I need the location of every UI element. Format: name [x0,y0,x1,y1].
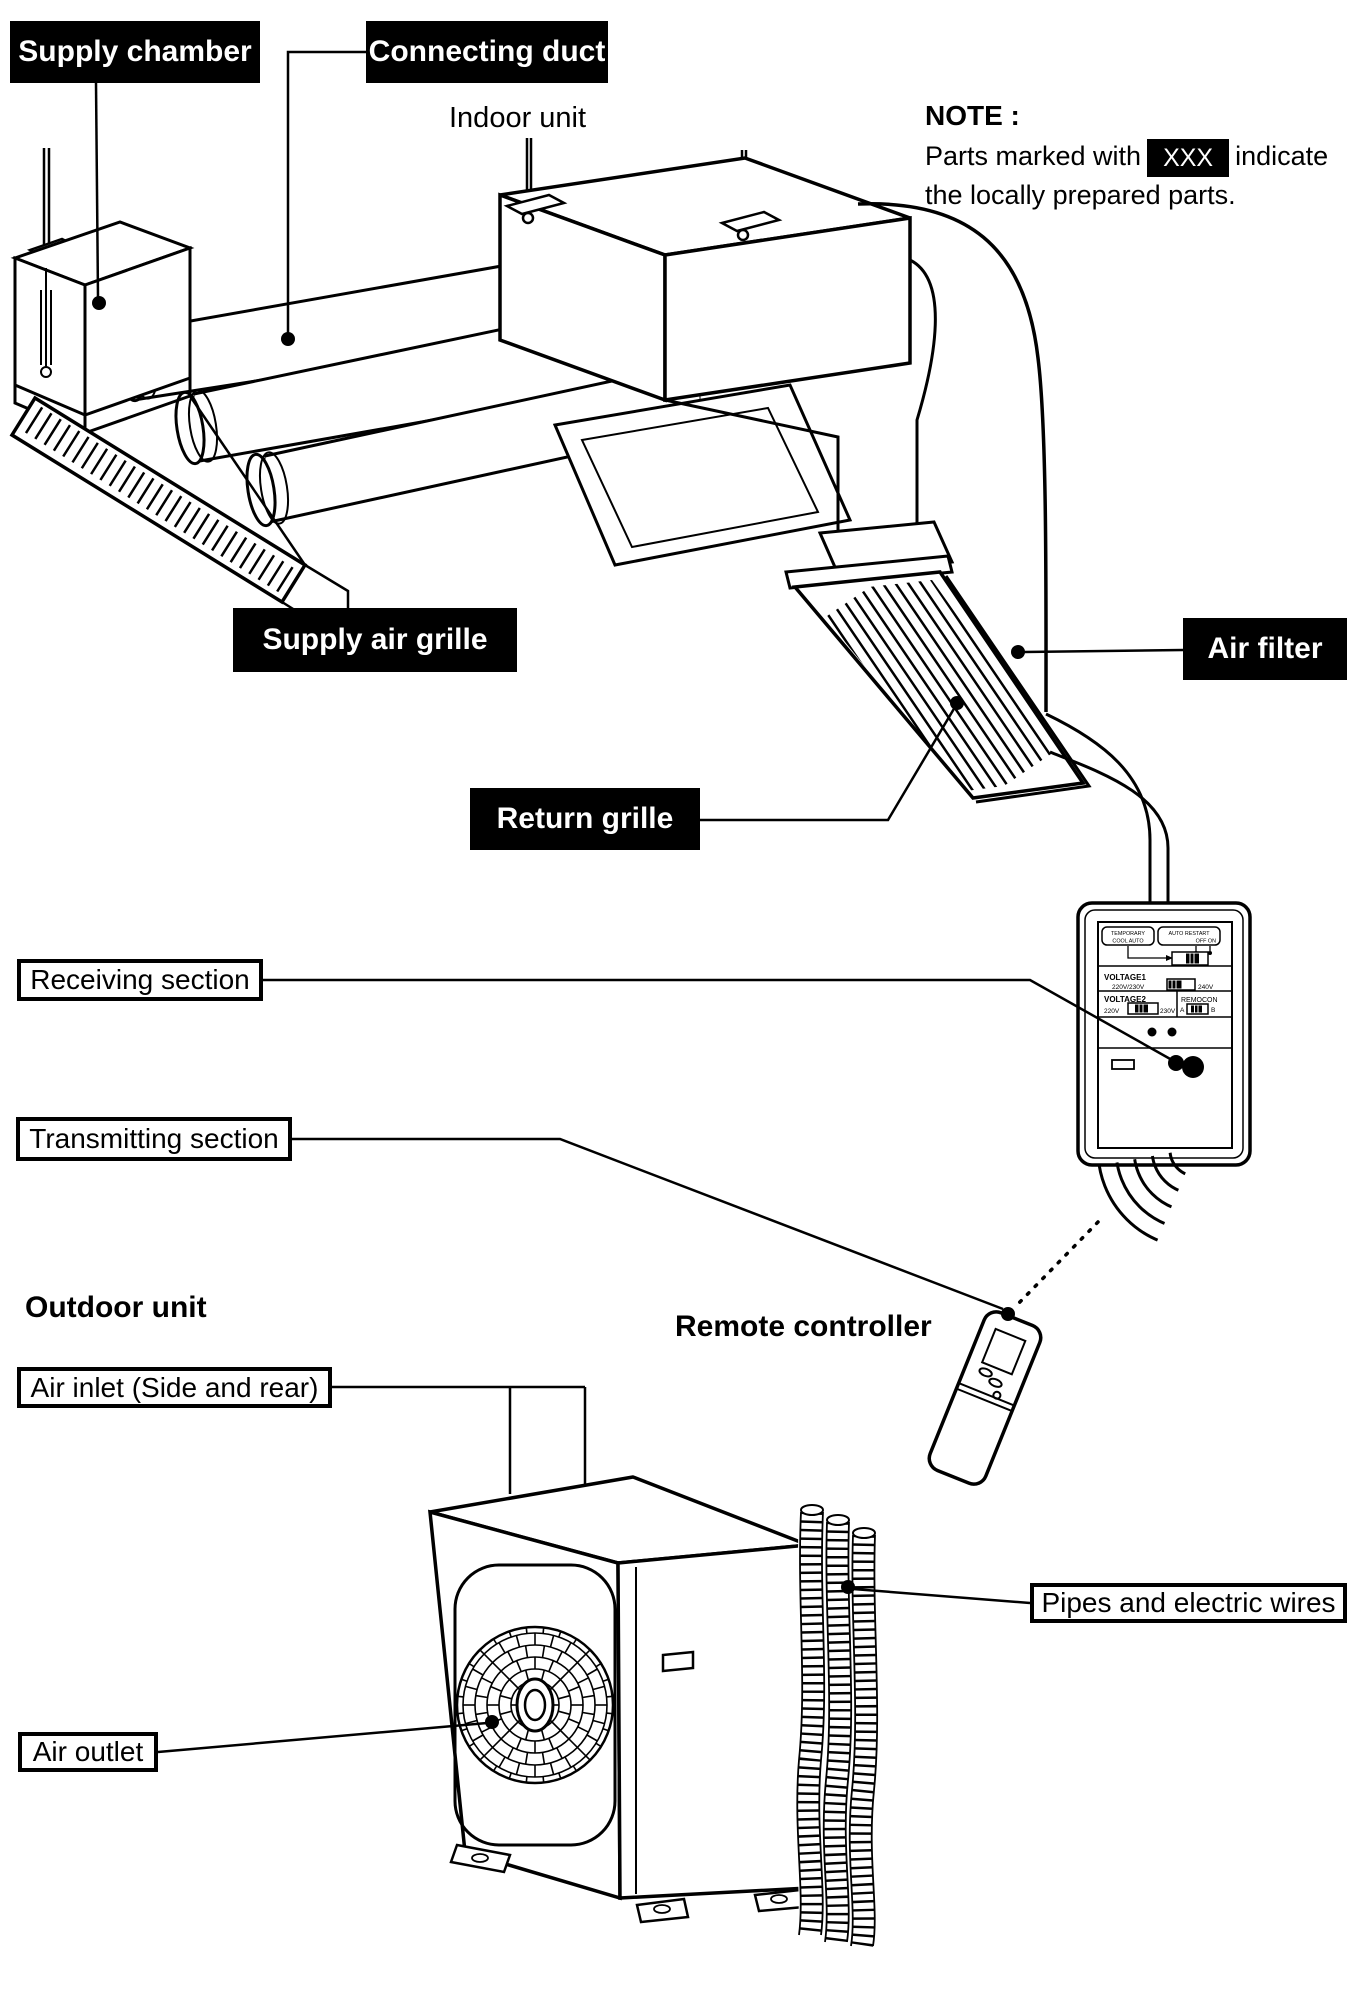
remote-controller-label: Remote controller [675,1310,932,1343]
infrared-beam-dotted-line [1014,1220,1100,1308]
note-line3: the locally prepared parts. [925,179,1236,210]
receiver-cool-auto-label: COOL AUTO [1112,939,1143,945]
receiver-off-on-label: OFF ON [1196,939,1216,945]
transmitting-dot [1001,1307,1015,1321]
supply-air-grille-label: Supply air grille [233,608,517,672]
note-line2-post: indicate [1235,141,1329,171]
remote-controller-drawing [927,1310,1043,1486]
receiver-v240-label: 240V [1198,984,1214,991]
receiver-wire-drawing [1045,712,1170,903]
receiver-voltage2-label: VOLTAGE2 [1104,995,1146,1004]
receiver-v230-label: 230V [1160,1008,1176,1015]
note-xxx-tag: XXX [1147,138,1230,177]
air-filter-drawing [784,554,1092,804]
connecting-duct-label: Connecting duct [366,21,608,83]
leader-lines [92,50,1184,1754]
outdoor-unit-label: Outdoor unit [25,1291,207,1324]
receiver-temporary-label: TEMPORARY [1111,931,1145,937]
return-grille-label: Return grille [470,788,700,850]
air-outlet-label: Air outlet [18,1732,158,1772]
indoor-unit-drawing [498,138,912,567]
receiver-switch-a-label: A [1180,1007,1185,1014]
receiver-v220-label: 220V [1104,1008,1120,1015]
air-inlet-label: Air inlet (Side and rear) [17,1367,332,1408]
receiver-v220-230-label: 220V/230V [1112,984,1145,991]
pipes-electric-wires-label: Pipes and electric wires [1030,1583,1347,1623]
receiving-section-label: Receiving section [17,959,263,1001]
receiver-voltage1-label: VOLTAGE1 [1104,973,1146,982]
outdoor-unit-drawing [427,1475,810,1924]
note-title: NOTE : [925,100,1020,131]
air-filter-label: Air filter [1183,618,1347,680]
note-line2-pre: Parts marked with [925,141,1142,171]
receiver-remocon-label: REMOCON [1181,997,1218,1004]
receiving-led-dot [1168,1055,1184,1071]
receiver-switch-b-label: B [1211,1007,1215,1014]
pipes-drawing [795,1504,880,1949]
indoor-unit-label: Indoor unit [449,102,587,134]
receiver-auto-restart-label: AUTO RESTART [1168,931,1210,937]
receiver-box-drawing: TEMPORARY COOL AUTO AUTO RESTART OFF ON … [1076,901,1252,1167]
transmitting-section-label: Transmitting section [16,1117,292,1161]
supply-chamber-label: Supply chamber [10,21,260,83]
supply-chamber-drawing [10,148,307,566]
